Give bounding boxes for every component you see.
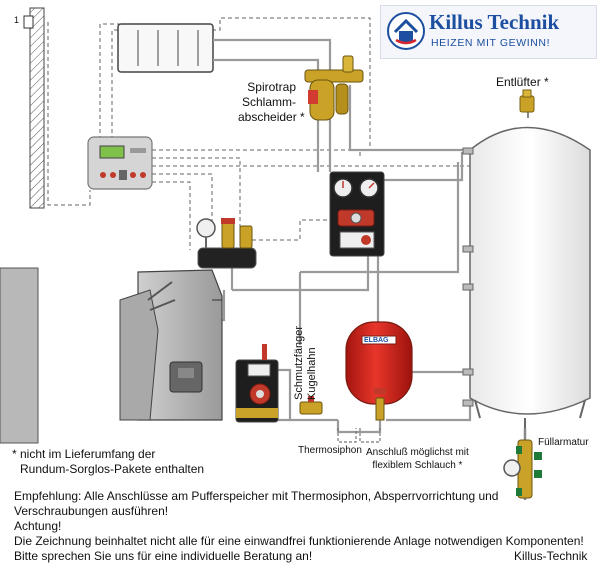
filling-fitting-icon (503, 428, 542, 500)
sludge-separator-icon (304, 55, 364, 121)
expansion-vessel-icon (345, 321, 413, 421)
company-logo: Killus Technik HEIZEN MIT GEWINN! (380, 5, 597, 59)
sludge-separator-line-1: Spirotrap (247, 80, 296, 94)
sludge-separator-label: Spirotrap Schlamm- abscheider * (238, 80, 305, 125)
room-sensor-icon (23, 15, 34, 29)
house-logo-icon (387, 12, 425, 50)
attention-title: Achtung! (14, 519, 62, 533)
logo-subtitle: HEIZEN MIT GEWINN! (431, 37, 551, 49)
pump-group-icon (329, 171, 385, 257)
ball-valve-icon (299, 396, 323, 415)
air-vent-label: Entlüfter * (496, 75, 549, 89)
return-pump-group-icon (235, 344, 279, 423)
not-included-line-1: * nicht im Lieferumfang der (12, 447, 156, 461)
room-sensor-number: 1 (14, 15, 20, 25)
flex-hose-line-2: flexiblem Schlauch * (372, 460, 463, 471)
recommendation-line-2: Verschraubungen ausführen! (14, 504, 169, 518)
air-vent-icon (519, 89, 535, 113)
heating-pipes (210, 38, 472, 434)
filling-fitting-label: Füllarmatur (538, 437, 589, 448)
attention-note: Achtung! Die Zeichnung beinhaltet nicht … (14, 519, 584, 564)
logo-title: Killus Technik (429, 10, 560, 34)
flex-hose-line-1: Anschluß möglichst mit (366, 447, 469, 458)
sludge-separator-line-2: Schlamm- (241, 95, 296, 109)
sludge-separator-line-3: abscheider * (238, 110, 305, 124)
safety-group-icon (196, 218, 257, 269)
recommendation-note: Empfehlung: Alle Anschlüsse am Pufferspe… (14, 489, 498, 519)
not-included-line-2: Rundum-Sorglos-Pakete enthalten (20, 462, 205, 476)
thermosiphon-icon (337, 428, 381, 443)
boiler-icon (0, 267, 223, 444)
flex-hose-label: Anschluß möglichst mit flexiblem Schlauc… (366, 446, 469, 472)
attention-line-1: Die Zeichnung beinhaltet nicht alle für … (14, 534, 584, 548)
dirt-trap-label: Schmutzfänger (293, 326, 305, 400)
not-included-note: * nicht im Lieferumfang der Rundum-Sorgl… (12, 447, 204, 477)
attention-line-2: Bitte sprechen Sie uns für eine individu… (14, 549, 313, 563)
controller-icon (87, 136, 153, 190)
recommendation-line-1: Empfehlung: Alle Anschlüsse am Pufferspe… (14, 489, 499, 503)
thermosiphon-label: Thermosiphon (298, 445, 362, 456)
vessel-brand-label: ELBAG (364, 337, 389, 344)
buffer-tank-icon (462, 108, 591, 428)
ball-valve-label: Kugelhahn (306, 347, 318, 400)
radiator-icon (117, 23, 214, 73)
wall-icon (29, 7, 45, 209)
signature: Killus-Technik (514, 549, 588, 563)
